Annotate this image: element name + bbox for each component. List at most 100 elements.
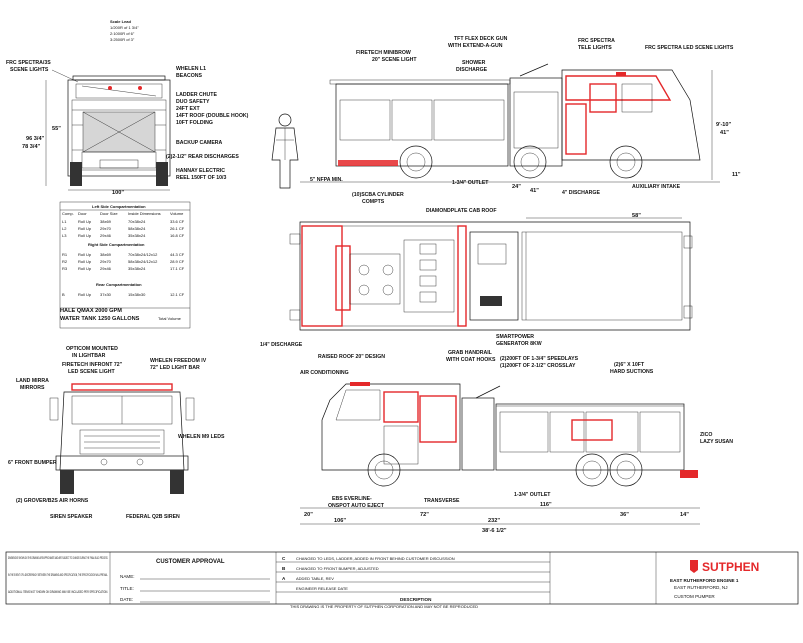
hannay-label: HANNAY ELECTRIC — [176, 168, 225, 174]
rear-frc-label: FRC SPECTRA/3S — [6, 60, 51, 66]
frc-tele-label-2: TELE LIGHTS — [578, 45, 612, 51]
right-comp-cell: 70x38x24/12x12 — [128, 252, 158, 257]
right-comp-cell: Roll Up — [78, 266, 92, 271]
rear-height-dim-3: 55" — [52, 126, 61, 132]
hannay-label-2: REEL 150FT OF 10/3 — [176, 175, 226, 181]
front-whelen-label-2: 72" LED LIGHT BAR — [150, 365, 200, 371]
left-comp-cell: 38x69 — [100, 219, 112, 224]
left-comp-cell: 26.1 CF — [170, 226, 185, 231]
rear-frc-label-2: SCENE LIGHTS — [10, 67, 49, 73]
rear-width-dim: 100" — [112, 190, 124, 196]
mirrors-label: LAND MIRRA — [16, 378, 49, 384]
note-3: ADDITIONAL ITEMS NOT SHOWN ON DRAWING MA… — [8, 589, 108, 594]
smartpower-label: SMARTPOWER — [496, 334, 534, 340]
rear-discharge-label: (2)2-1/2" REAR DISCHARGES — [166, 154, 239, 160]
right-comp-cell: R3 — [62, 266, 68, 271]
bottom-dim-6: 14" — [680, 512, 689, 518]
revision-header: DESCRIPTION — [400, 597, 432, 602]
scale-label: Scale Lead 1/200R of 1 3/4" 2:1000R of 6… — [110, 19, 139, 42]
siren-speaker-label: SIREN SPEAKER — [50, 514, 93, 520]
revision-description: CHANGED TO FRONT BUMPER, ADJUSTED — [296, 566, 379, 571]
rear-comp-cell: 12.1 CF — [170, 292, 185, 297]
frc-tele-label: FRC SPECTRA — [578, 38, 615, 44]
plan-view: 58" 1/4" DISCHARGE SMARTPOWER GENERATOR … — [260, 213, 693, 348]
front-bumper-label: 6" FRONT BUMPER — [8, 460, 57, 466]
revision-description: ENGINEER RELEASE DATE — [296, 586, 348, 591]
air-cond-label: AIR CONDITIONING — [300, 370, 349, 376]
approval-name[interactable]: NAME: — [120, 574, 135, 579]
opticom-label-2: IN LIGHTBAR — [72, 353, 106, 359]
top-height-dim-1: 9'-10" — [716, 122, 732, 128]
rear-view: 100" 96 3/4" 78 3/4" 55" FRC SPECTRA/3S … — [6, 60, 249, 196]
customer-name: EAST RUTHERFORD ENGINE 1 — [670, 578, 739, 583]
left-comp-cell: Roll Up — [78, 219, 92, 224]
bottom-dim-4: 116" — [540, 502, 552, 508]
plan-discharge-label: 1/4" DISCHARGE — [260, 342, 303, 348]
ebs-label-2: ONSPOT AUTO EJECT — [328, 503, 385, 509]
grab-handrail-label: GRAB HANDRAIL — [448, 350, 493, 356]
front-firetech-label-2: LED SCENE LIGHT — [68, 369, 116, 375]
top-dim-1: 24" — [512, 184, 521, 190]
col-volume: Volume — [170, 211, 184, 216]
bottom-dim-5: 36" — [620, 512, 629, 518]
front-whelen-label: WHELEN FREEDOM IV — [150, 358, 207, 364]
crosslay-label: (1)200FT OF 2-1/2" CROSSLAY — [500, 363, 576, 369]
ladder-label-2: DUO SAFETY — [176, 99, 210, 105]
shower-label: SHOWER — [462, 60, 486, 66]
right-comp-cell: 58x38x24/12x12 — [128, 259, 158, 264]
right-comp-cell: Roll Up — [78, 252, 92, 257]
scale-line-2: 2:1000R of 6" — [110, 31, 135, 36]
right-comp-cell: 29x46 — [100, 266, 112, 271]
rear-whelen-label-2: BEACONS — [176, 73, 202, 79]
suction-label-2: HARD SUCTIONS — [610, 369, 654, 375]
top-dim-2: 41" — [530, 188, 539, 194]
zico-label-2: LAZY SUSAN — [700, 439, 733, 445]
approval-date[interactable]: DATE: — [120, 597, 133, 602]
approval-title: CUSTOMER APPROVAL — [156, 559, 225, 565]
approval-title-field[interactable]: TITLE: — [120, 586, 134, 591]
ladder-label-4: 14FT ROOF (DOUBLE HOOK) — [176, 113, 249, 119]
federal-siren-label: FEDERAL Q2B SIREN — [126, 514, 180, 520]
tank-spec: WATER TANK 1250 GALLONS — [60, 316, 140, 322]
right-comp-cell: R1 — [62, 252, 68, 257]
rear-height-dim-2: 78 3/4" — [22, 144, 41, 150]
discharge-label: 4" DISCHARGE — [562, 190, 600, 196]
ladder-label-1: LADDER CHUTE — [176, 92, 217, 98]
revision-description: ADDED TABLE, REV — [296, 576, 334, 581]
note-2: IN THE EVENT OF A DISCREPANCY BETWEEN TH… — [8, 572, 108, 577]
air-horns-label: (2) GROVER/B2S AIR HORNS — [16, 498, 89, 504]
scba-label: (10)SCBA CYLINDER — [352, 192, 404, 198]
front-view: OPTICOM MOUNTED IN LIGHTBAR FIRETECH INF… — [8, 346, 225, 520]
left-comp-cell: 70x38x24 — [128, 219, 146, 224]
left-comp-cell: 58x38x24 — [128, 226, 146, 231]
side-view-bottom: RAISED ROOF 20" DESIGN AIR CONDITIONING … — [300, 350, 733, 534]
revision-letter: B — [282, 566, 286, 571]
side-view-top: FIRETECH MINIBROW 20" SCENE LIGHT SHOWER… — [300, 36, 741, 214]
firetech-label-2: 20" SCENE LIGHT — [372, 57, 417, 63]
tft-label: TFT FLEX DECK GUN — [454, 36, 508, 42]
revision-description: CHANGED TO LEDS, LADDER, ADDED IN FRONT … — [296, 556, 455, 561]
left-comp-cell: Roll Up — [78, 233, 92, 238]
right-comp-cell: 35x38x24 — [128, 266, 146, 271]
left-comp-cell: L3 — [62, 233, 67, 238]
firetech-label: FIRETECH MINIBROW — [356, 50, 411, 56]
grab-handrail-label-2: WITH COAT HOOKS — [446, 357, 496, 363]
total-volume-label: Total Volume — [158, 316, 182, 321]
ladder-label-3: 24FT EXT — [176, 106, 200, 112]
right-comp-cell: 38x69 — [100, 252, 112, 257]
scale-line-1: 1/200R of 1 3/4" — [110, 25, 139, 30]
rear-comp-cell: Roll Up — [78, 292, 92, 297]
bottom-dim-2: 106" — [334, 518, 346, 524]
scale-line-3: 3:2500R of 3" — [110, 37, 135, 42]
bottom-dim-1: 20" — [304, 512, 313, 518]
note-1: DIMENSIONS SHOWN ON THIS DRAWING ARE APP… — [8, 555, 108, 560]
top-dim-3: 11" — [732, 172, 741, 178]
rear-comp-cell: B — [62, 292, 65, 297]
left-comp-cell: Roll Up — [78, 226, 92, 231]
right-comp-cell: 17.1 CF — [170, 266, 185, 271]
model-name: CUSTOM PUMPER — [674, 594, 715, 599]
zico-label: ZICO — [700, 432, 712, 438]
